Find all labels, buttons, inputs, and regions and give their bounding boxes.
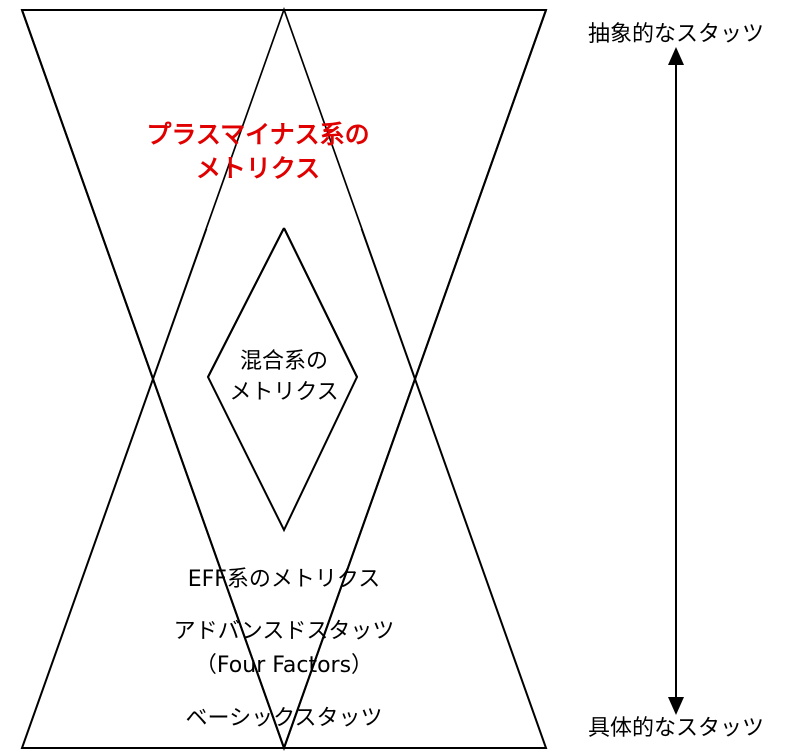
plus-minus-line2: メトリクス [195, 154, 321, 183]
mixed-line1: 混合系の [239, 349, 328, 374]
advanced-stats-line2: （Four Factors） [194, 653, 374, 678]
plus-minus-metrics-label: プラスマイナス系の メトリクス [146, 118, 369, 186]
plus-minus-line1: プラスマイナス系の [146, 120, 370, 149]
mixed-line2: メトリクス [229, 380, 339, 405]
concrete-stats-label: 具体的なスタッツ [587, 716, 765, 741]
eff-metrics-label: EFF系のメトリクス [187, 567, 381, 592]
advanced-stats-label: アドバンスドスタッツ （Four Factors） [174, 615, 395, 683]
abstract-stats-label: 抽象的なスタッツ [587, 22, 765, 47]
basic-stats-label: ベーシックスタッツ [185, 706, 383, 731]
mixed-metrics-label: 混合系の メトリクス [229, 346, 338, 408]
advanced-stats-line1: アドバンスドスタッツ [173, 619, 395, 644]
